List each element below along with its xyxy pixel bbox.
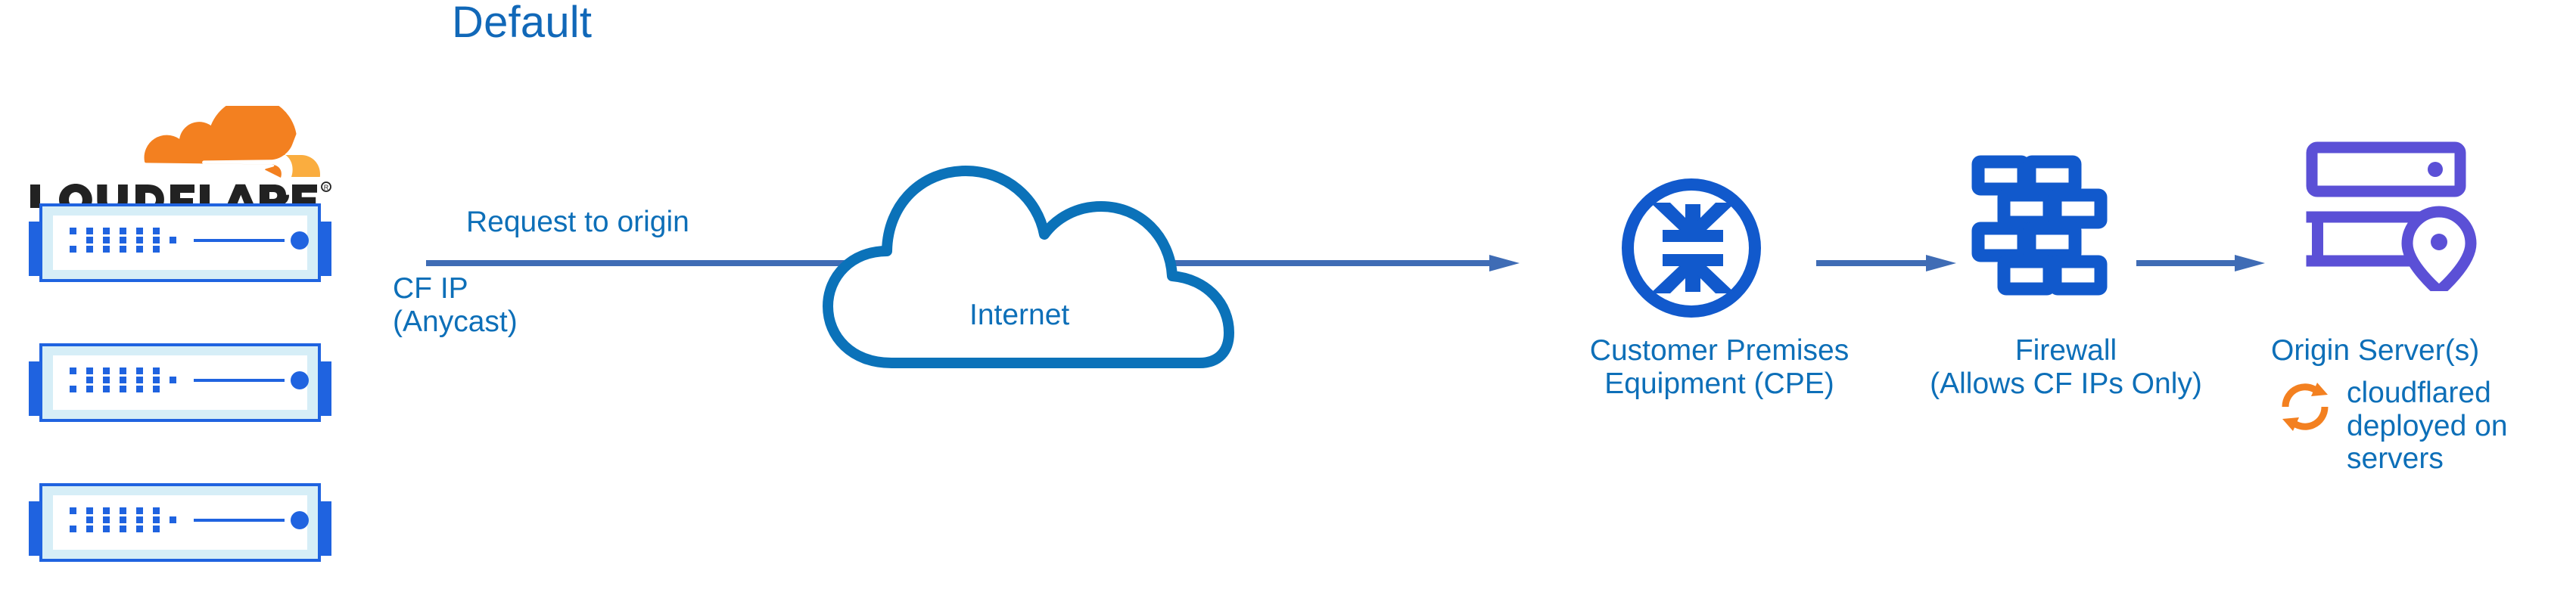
brick-wall-icon — [1968, 150, 2119, 301]
server-rack-icon — [21, 200, 339, 299]
led-dot-grid — [70, 507, 176, 532]
label-internet: Internet — [969, 299, 1070, 331]
status-dot — [291, 231, 309, 250]
label-origin-server: Origin Server(s) — [2271, 334, 2480, 367]
page-title: Default — [452, 0, 593, 47]
sync-circular-arrows-icon — [2275, 377, 2335, 437]
label-cpe: Customer Premises Equipment (CPE) — [1589, 334, 1850, 400]
label-firewall: Firewall (Allows CF IPs Only) — [1930, 334, 2202, 400]
label-cloudflared: cloudflared deployed on servers — [2347, 377, 2508, 476]
label-request-to-origin: Request to origin — [466, 206, 689, 238]
router-four-arrows-icon — [1616, 172, 1767, 324]
cloudflare-cloud-icon — [144, 106, 320, 178]
arrow-firewall-to-origin — [2136, 254, 2265, 272]
led-dot-grid — [70, 228, 176, 253]
cloudflare-wordmark: R — [30, 181, 331, 208]
server-rack-icon — [21, 340, 339, 439]
server-rack-icon — [21, 480, 339, 578]
cloudflare-logo: R — [29, 106, 347, 208]
cloud-icon — [817, 106, 1302, 371]
svg-text:R: R — [324, 184, 329, 191]
arrow-cpe-to-firewall — [1816, 254, 1956, 272]
label-cf-ip: CF IP (Anycast) — [393, 272, 518, 338]
server-location-pin-icon — [2306, 140, 2484, 297]
status-dot — [291, 371, 309, 389]
status-dot — [291, 511, 309, 529]
led-dot-grid — [70, 367, 176, 392]
